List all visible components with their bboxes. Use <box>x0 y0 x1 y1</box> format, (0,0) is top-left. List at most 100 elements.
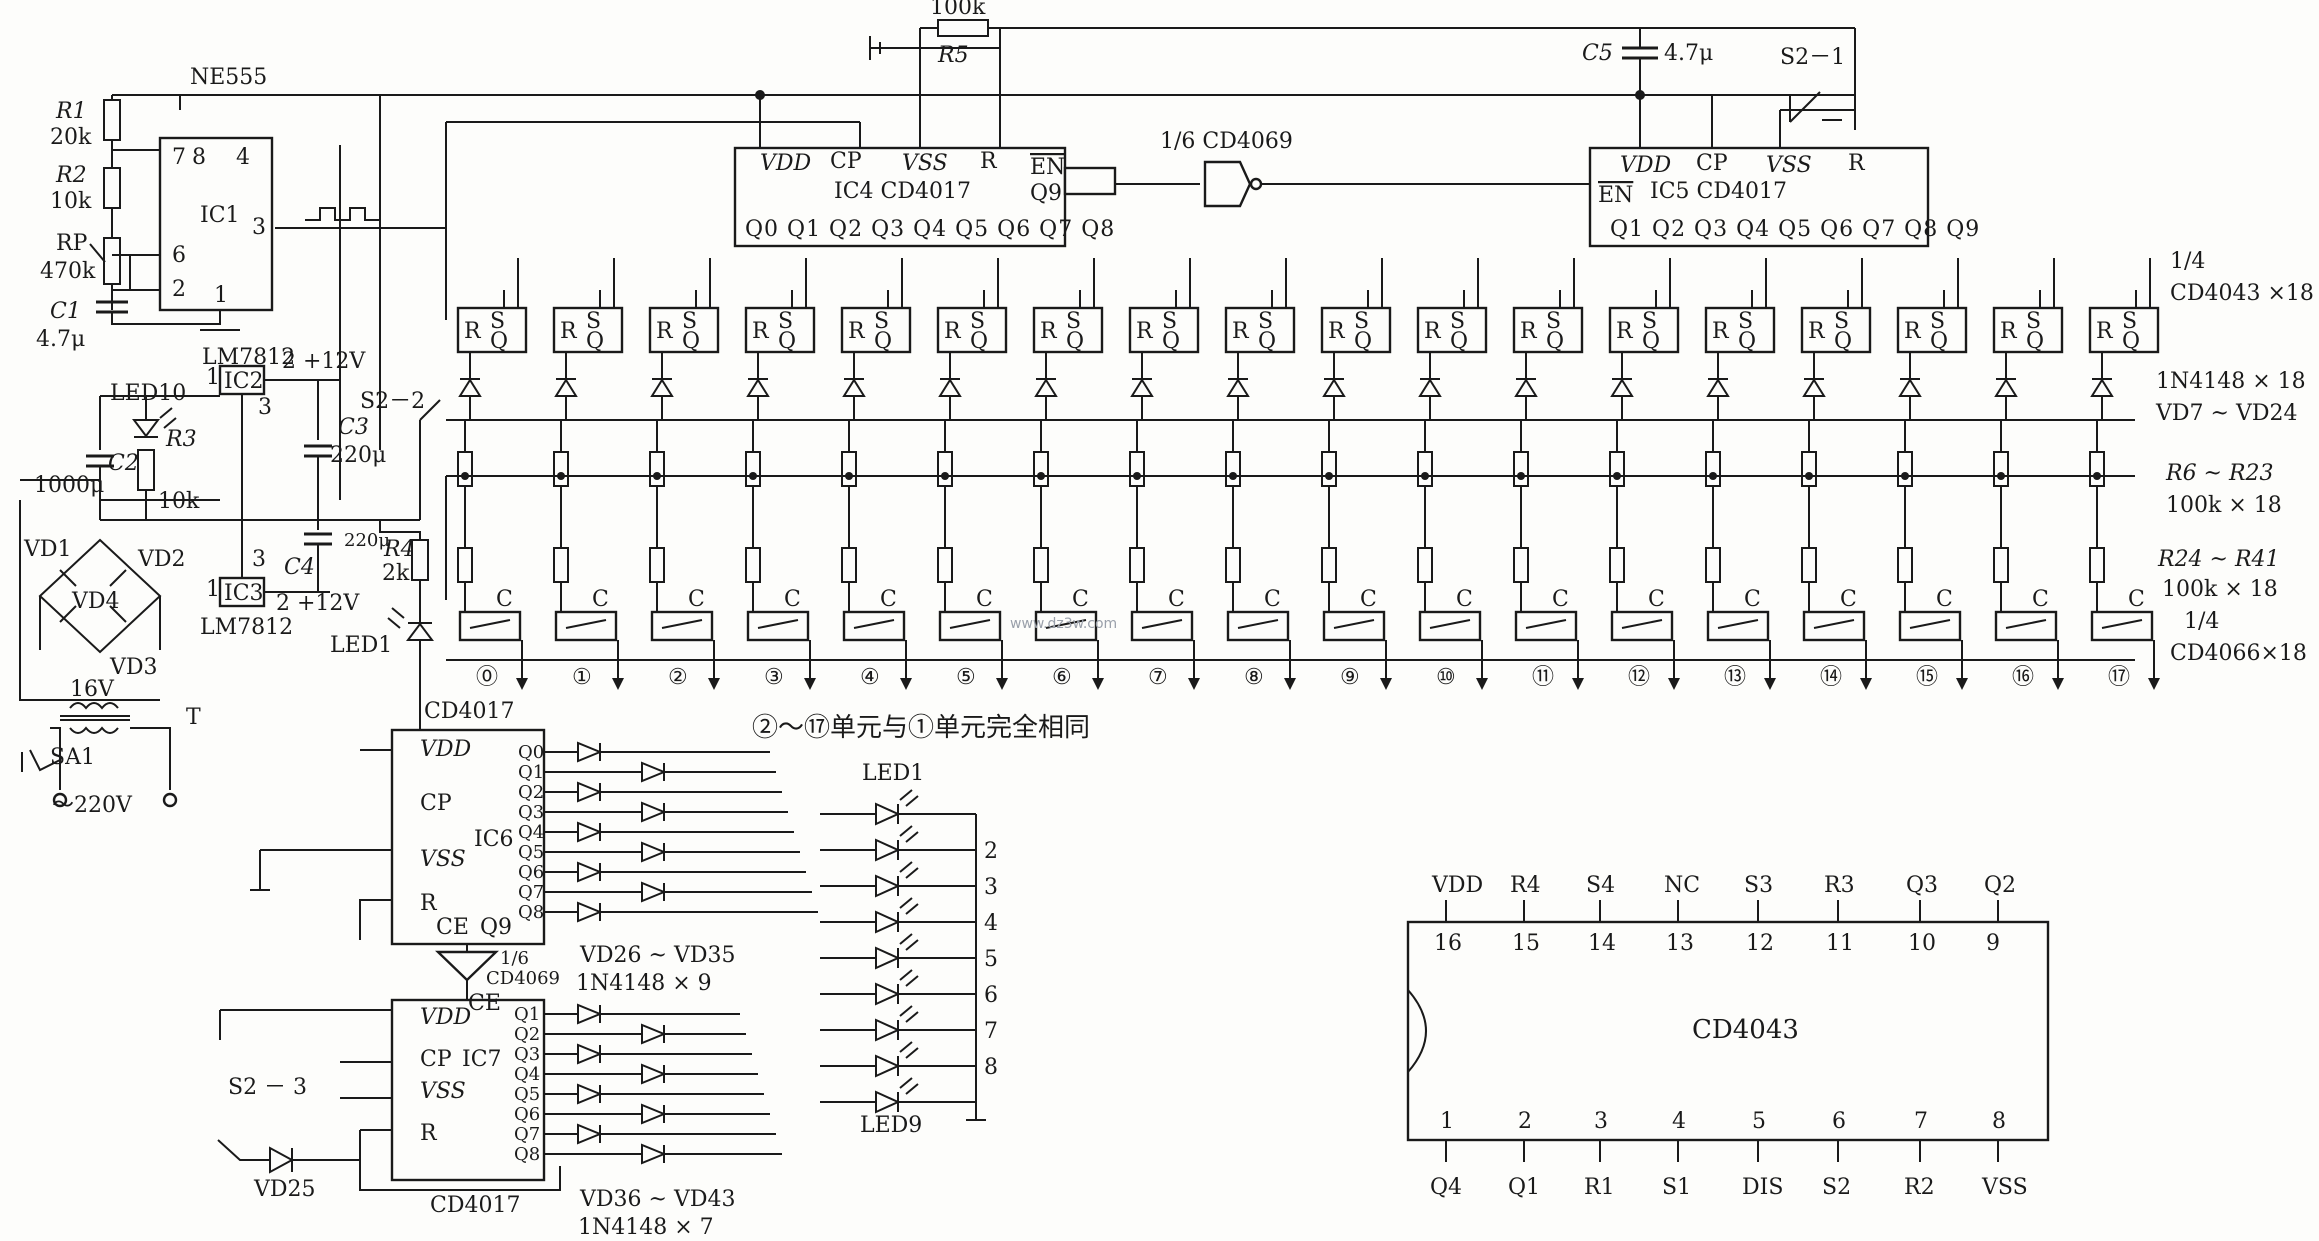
led-bar <box>897 912 976 932</box>
pin-num-top-16: 16 <box>1434 931 1462 956</box>
led-number-3: 3 <box>984 875 998 900</box>
led-diode <box>875 1054 901 1078</box>
ic6-diode <box>641 881 667 903</box>
unit-diode <box>1514 378 1538 397</box>
ic7-vdd: VDD <box>420 1005 472 1030</box>
c3-name: C3 <box>338 415 369 440</box>
mains-label: ～220V <box>52 793 133 818</box>
ic7-output-q6: Q6 <box>514 1104 540 1125</box>
unit-resistor-b <box>457 547 473 583</box>
switch-contact <box>1045 619 1087 629</box>
unit-resistor-a <box>1897 451 1913 487</box>
led-rays <box>899 861 919 879</box>
switch-contact <box>853 619 895 629</box>
ic6-output-q2: Q2 <box>518 782 544 803</box>
unit-resistor-a <box>649 451 665 487</box>
ic7-diode-type: 1N4148 × 7 <box>578 1215 714 1240</box>
diode-bar <box>2092 378 2112 420</box>
latch-q: Q <box>1258 329 1276 354</box>
transformer-label: T <box>186 705 201 730</box>
pin-name-bottom-5: DIS <box>1742 1175 1783 1200</box>
unit-diode <box>1706 378 1730 397</box>
latch-q: Q <box>586 329 604 354</box>
s2-2-label: S2－2 <box>360 389 425 414</box>
cd4043-pins: VDD161Q4R4152Q1S4143R1NC134S1S3125DISR31… <box>1430 873 2028 1200</box>
switch-block <box>1514 610 1578 642</box>
pin-num-top-14: 14 <box>1588 931 1616 956</box>
output-arrow <box>1476 678 1488 690</box>
r1-name: R1 <box>55 99 87 124</box>
ic3-pin1: 1 <box>206 577 220 602</box>
lm7812-bottom: LM7812 <box>200 615 293 640</box>
latch-block <box>1704 306 1776 354</box>
unit-resistor-b <box>1513 547 1529 583</box>
ic3-label: IC3 <box>224 581 264 606</box>
ic6-output-q0: Q0 <box>518 742 544 763</box>
switch-contact <box>1813 619 1855 629</box>
latch-block <box>1800 306 1872 354</box>
led-number-4: 4 <box>984 911 998 936</box>
unit-diode <box>1130 378 1154 397</box>
led-bottom-label: LED9 <box>860 1113 922 1138</box>
unit-resistor-a <box>1321 451 1337 487</box>
rp-name: RP <box>56 231 88 256</box>
vd1-label: VD1 <box>23 537 72 562</box>
unit-resistor-a <box>1513 451 1529 487</box>
ic1-pin8: 8 <box>192 145 206 170</box>
unit-resistor-b <box>2089 547 2105 583</box>
ic7-diodes: VD36 ~ VD43 <box>579 1187 735 1212</box>
led-bar <box>897 876 976 896</box>
latch-r: R <box>1808 319 1826 344</box>
pin-num-bottom-1: 1 <box>1440 1109 1454 1134</box>
unit-diode <box>842 378 866 397</box>
led-rays <box>899 1041 919 1059</box>
pin-num-bottom-2: 2 <box>1518 1109 1532 1134</box>
ic6-diode-out <box>599 743 770 761</box>
led-bar <box>897 840 976 860</box>
c2-name: C2 <box>108 451 139 476</box>
vd25-label: VD25 <box>253 1177 316 1202</box>
pin-name-bottom-1: Q4 <box>1430 1175 1462 1200</box>
latch-s: S <box>1354 309 1369 334</box>
latch-r: R <box>1520 319 1538 344</box>
pin-name-bottom-4: S1 <box>1662 1175 1691 1200</box>
diode-bar <box>1036 378 1056 420</box>
switch-contact <box>2101 619 2143 629</box>
switch-c: C <box>1264 587 1281 612</box>
switch-contact <box>565 619 607 629</box>
diode-bar <box>1900 378 1920 420</box>
ic6-cd4017 <box>250 728 546 1000</box>
ic6-diode-out <box>663 803 788 821</box>
unit-resistor-b <box>649 547 665 583</box>
ic7-diode-out <box>663 1025 746 1043</box>
ic6-output-q4: Q4 <box>518 822 544 843</box>
ic1-pin2: 2 <box>172 277 186 302</box>
led-rays <box>899 825 919 843</box>
led-bar <box>897 1092 976 1112</box>
switch-c: C <box>976 587 993 612</box>
unit-number: ⑧ <box>1244 665 1264 690</box>
switch-block <box>1226 610 1290 642</box>
diode-bar <box>748 378 768 420</box>
ic2-pin1: 1 <box>206 365 220 390</box>
ic5-name: IC5 CD4017 <box>1650 179 1787 204</box>
inverter-label: 1/6 CD4069 <box>1160 129 1293 154</box>
output-arrow <box>516 678 528 690</box>
ic2-output: 2 +12V <box>282 349 366 374</box>
ic6-output-q5: Q5 <box>518 842 544 863</box>
ic6-diode-out <box>663 843 800 861</box>
c4-value: 220μ <box>344 530 390 551</box>
pin-num-top-10: 10 <box>1908 931 1936 956</box>
ic6-q9: Q9 <box>480 915 512 940</box>
ic5-outputs: Q1 Q2 Q3 Q4 Q5 Q6 Q7 Q8 Q9 <box>1610 217 1980 242</box>
latch-q: Q <box>490 329 508 354</box>
s2-3-label: S2 － 3 <box>228 1075 307 1100</box>
